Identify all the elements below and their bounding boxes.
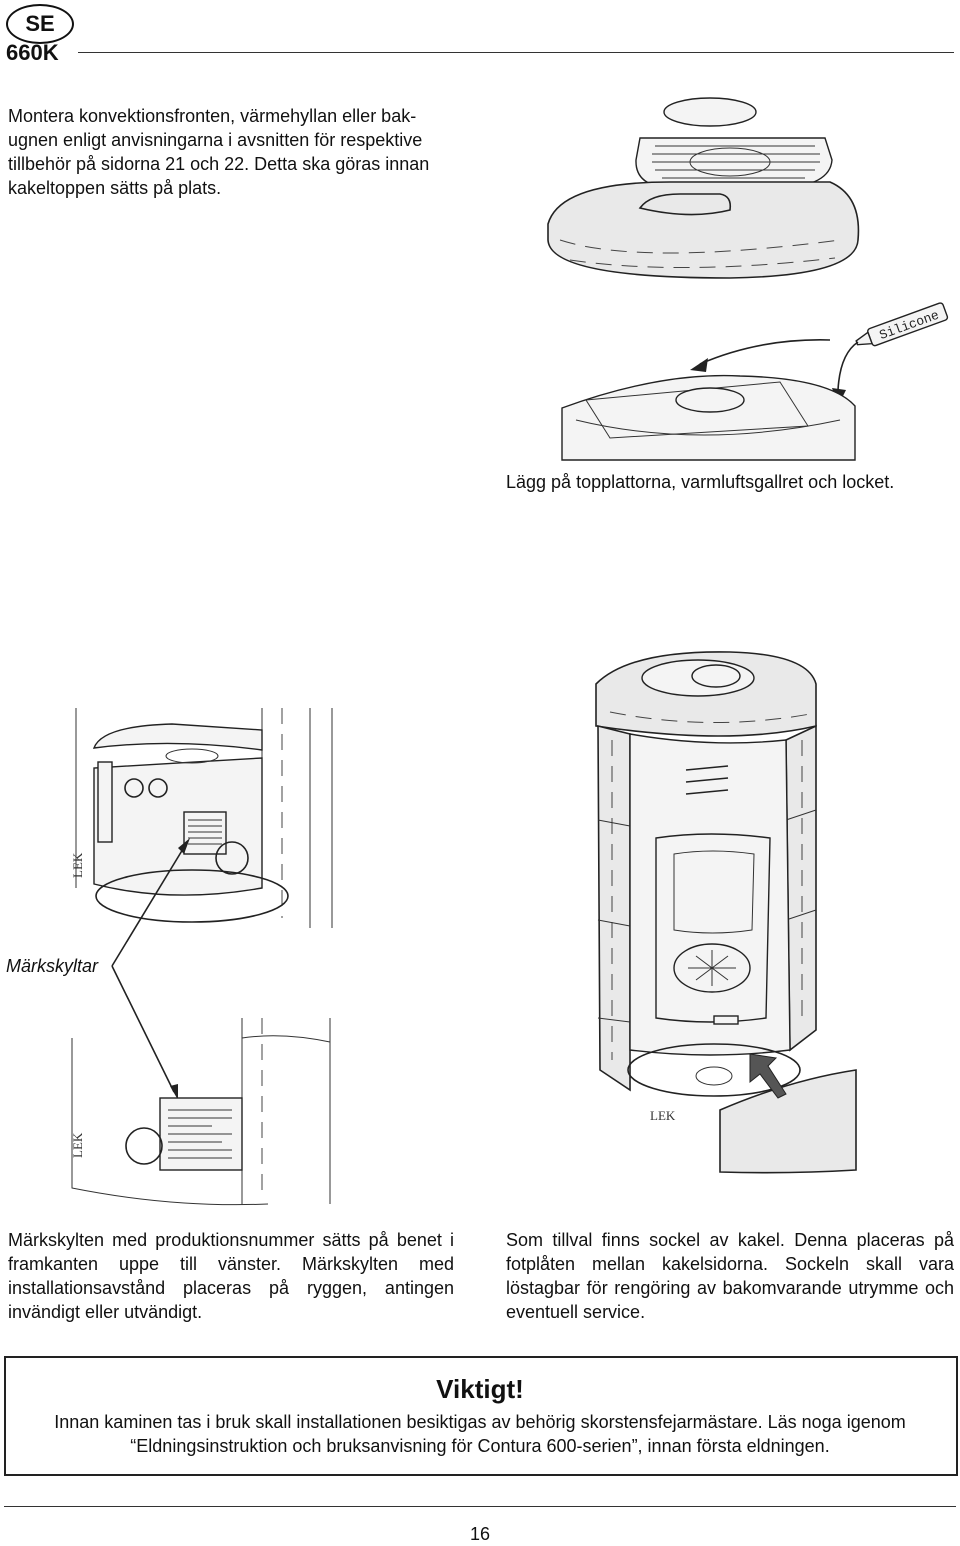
- stove-interior-illustration: LEK: [70, 708, 333, 928]
- plinth-paragraph: Som tillval finns sockel av kakel. Denna…: [506, 1230, 954, 1322]
- intro-line: tillbehör på sidorna 21 och 22. Detta sk…: [8, 154, 430, 174]
- pointer-line-upper: [111, 843, 187, 967]
- arrow-left: [699, 339, 831, 365]
- header-rule: [78, 52, 954, 53]
- assembly-caption: Lägg på topplattorna, varmluftsgallret o…: [506, 472, 895, 492]
- tile-top-illustration: Silicone: [547, 97, 949, 461]
- tile-ring-part: [547, 181, 860, 279]
- footer-rule: [4, 1506, 956, 1507]
- intro-line: ugnen enligt anvisningarna i avsnitten f…: [8, 130, 423, 150]
- page-number: 16: [469, 1524, 491, 1544]
- language-badge: SE: [6, 4, 74, 44]
- plinth-tile: [719, 1069, 857, 1174]
- stove-back-illustration: LEK: [70, 1018, 331, 1206]
- important-box: [4, 1356, 958, 1476]
- plinth-arrow: [749, 1053, 787, 1099]
- pointer-line-lower: [111, 965, 175, 1093]
- arrow-down: [837, 341, 859, 391]
- lid-part: [663, 97, 757, 127]
- important-title: Viktigt!: [436, 1374, 524, 1404]
- plates-paragraph: Märkskylten med produktionsnummer sätts …: [8, 1230, 454, 1322]
- lek-mark: LEK: [70, 852, 85, 878]
- intro-line: kakeltoppen sätts på plats.: [8, 178, 222, 198]
- intro-paragraph: Montera konvektionsfronten, värmehyllan …: [8, 104, 458, 200]
- lek-mark-plinth: LEK: [650, 1108, 676, 1123]
- rating-plate-small: [183, 811, 227, 855]
- model-number: 660K: [6, 40, 59, 65]
- important-text: Innan kaminen tas i bruk skall installat…: [54, 1412, 906, 1456]
- intro-line: Montera konvektionsfronten, värmehyllan …: [8, 106, 417, 126]
- lek-mark-back: LEK: [70, 1132, 85, 1158]
- full-stove-illustration: LEK: [595, 651, 857, 1174]
- label-plates: Märkskyltar: [6, 956, 99, 976]
- stove-top-body: [561, 374, 856, 461]
